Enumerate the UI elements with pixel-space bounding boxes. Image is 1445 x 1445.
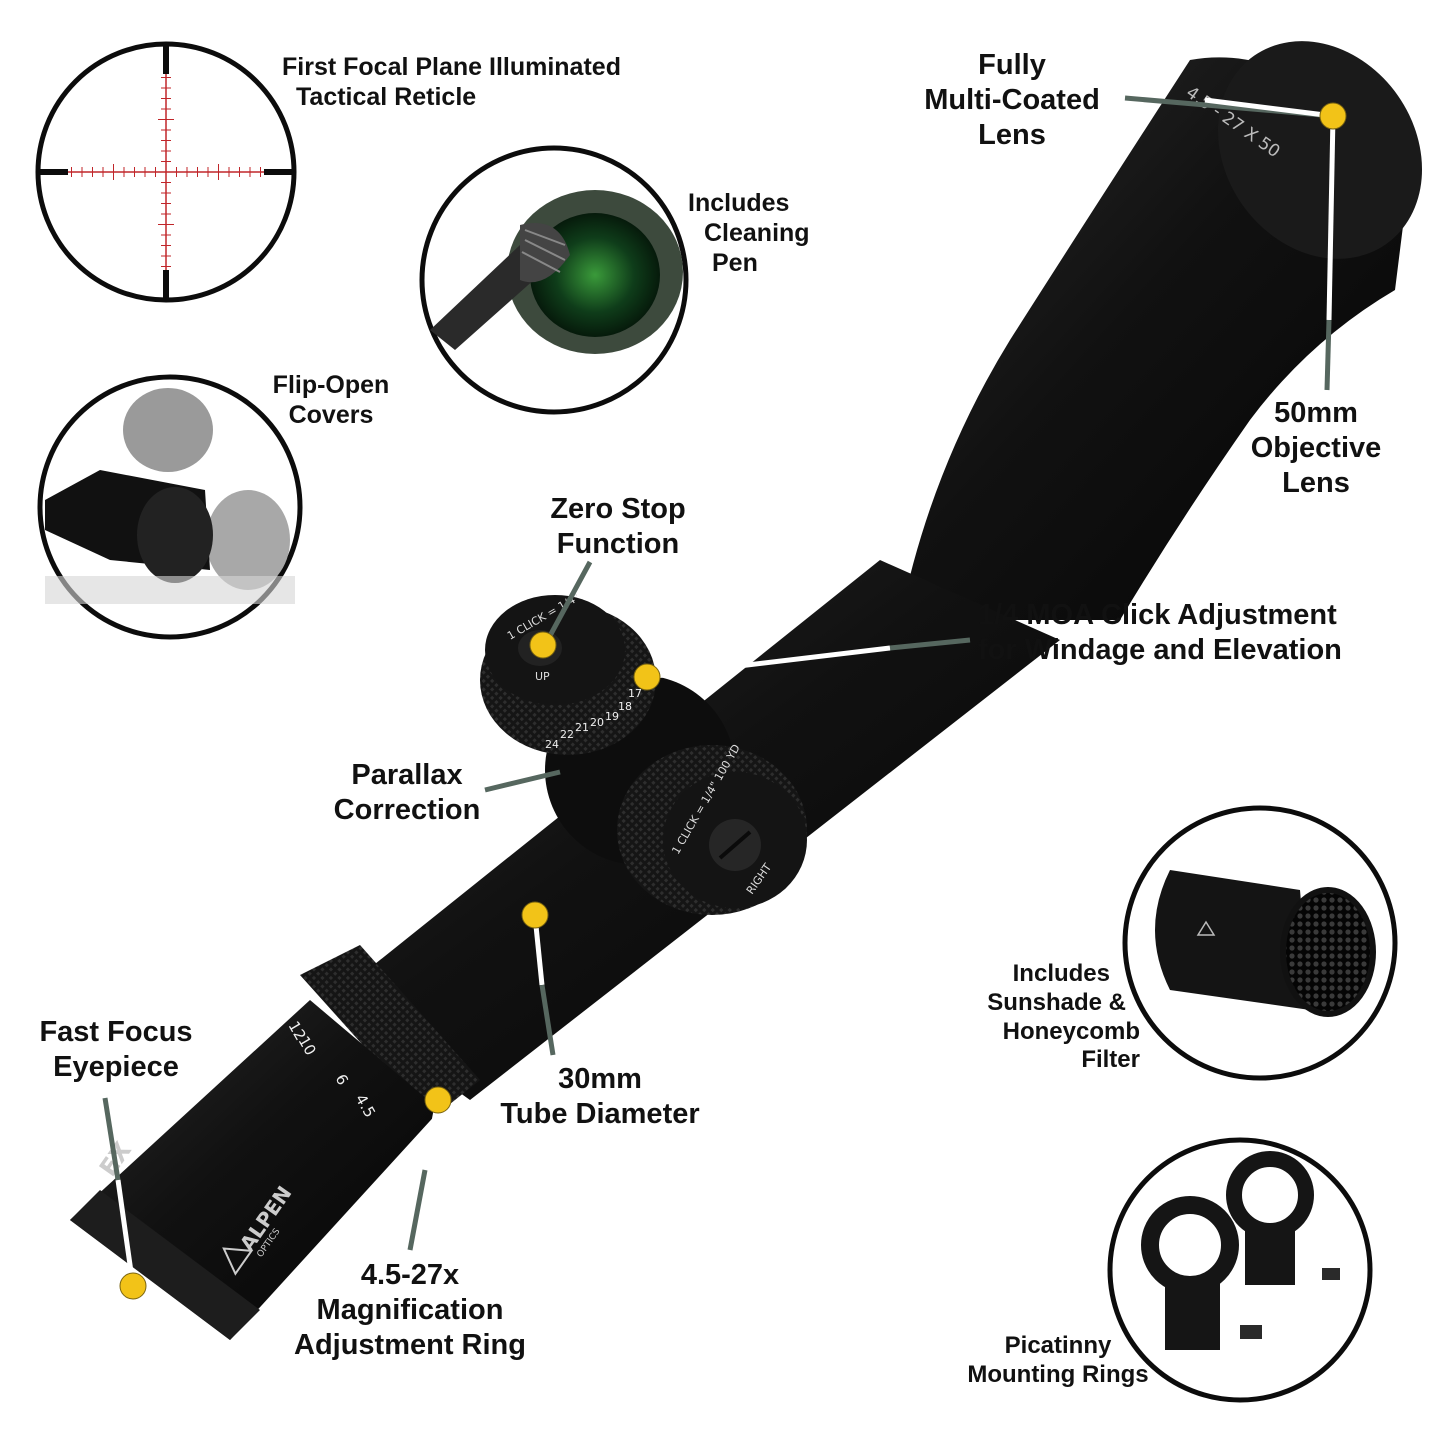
callout-line: Fast Focus — [39, 1016, 193, 1048]
callout-line: Multi-Coated — [924, 83, 1100, 116]
rings-inset — [1107, 1137, 1373, 1403]
callout-line: for Windage and Elevation — [978, 633, 1342, 666]
callout-line: Filter — [1081, 1046, 1140, 1074]
dot-lens-coating — [1319, 102, 1347, 130]
dot-click-adjust — [633, 663, 661, 691]
callout-line: Tactical Reticle — [296, 83, 477, 111]
callout-line: Lens — [978, 118, 1046, 151]
parallax-number: 22 — [560, 728, 574, 741]
callout-line: Includes — [688, 189, 790, 217]
parallax-scale: 24 22 21 20 19 18 17 — [545, 687, 642, 751]
dot-tube — [521, 901, 549, 929]
callout-zero-stop: Zero Stop Function — [528, 492, 708, 562]
riflescope: 1 CLICK = 1/4" UP 24 22 21 20 19 18 17 1… — [70, 41, 1423, 1340]
callout-line: Lens — [1282, 466, 1350, 499]
callout-objective: 50mm Objective Lens — [1230, 396, 1402, 500]
sunshade-inset — [1122, 805, 1398, 1081]
callout-line: Correction — [333, 793, 481, 826]
callout-line: Sunshade & — [987, 988, 1126, 1016]
dot-eyepiece — [119, 1272, 147, 1300]
callout-flip-covers: Flip-Open Covers — [260, 370, 402, 430]
callout-line: Parallax — [351, 759, 463, 791]
callout-dots — [119, 102, 1347, 1300]
parallax-number: 17 — [628, 687, 642, 700]
callout-parallax: Parallax Correction — [318, 758, 496, 828]
callout-line: First Focal Plane Illuminated — [282, 53, 621, 81]
eyepiece-rim — [70, 1190, 260, 1340]
callout-lens-coating: Fully Multi-Coated Lens — [905, 48, 1119, 152]
parallax-number: 19 — [605, 710, 619, 723]
cleaning-pen-inset — [419, 145, 689, 415]
callout-reticle: First Focal Plane Illuminated Tactical R… — [282, 52, 621, 112]
callout-line: Includes — [1012, 960, 1110, 987]
callout-line: Objective — [1250, 431, 1382, 464]
callout-line: 4.5-27x — [360, 1259, 460, 1291]
callout-rings: Picatinny Mounting Rings — [952, 1332, 1164, 1390]
callout-line: Cleaning — [704, 219, 810, 247]
callout-line: Flip-Open — [272, 371, 390, 399]
callout-line: Pen — [712, 249, 758, 277]
callout-line: Picatinny — [1004, 1332, 1112, 1359]
parallax-number: 24 — [545, 738, 559, 751]
elevation-direction: UP — [535, 670, 550, 683]
callout-line: Function — [556, 527, 680, 560]
callout-line: Honeycomb — [1002, 1017, 1140, 1045]
callout-line: Magnification — [316, 1293, 504, 1326]
objective-end — [1217, 41, 1423, 259]
windage-turret: 1 CLICK = 1/4" 100 YD RIGHT — [617, 742, 807, 915]
callout-line: Tube Diameter — [500, 1097, 700, 1130]
callout-line: 1/4 MOA Click Adjustment — [978, 599, 1337, 631]
dot-zero-stop — [529, 631, 557, 659]
callout-line: Mounting Rings — [967, 1360, 1149, 1388]
parallax-number: 20 — [590, 716, 604, 729]
flip-covers-inset — [37, 374, 303, 640]
power-ring — [300, 945, 480, 1120]
reticle-inset — [35, 41, 297, 303]
callout-tube: 30mm Tube Diameter — [484, 1062, 716, 1132]
callout-line: 30mm — [558, 1063, 642, 1095]
callout-eyepiece: Fast Focus Eyepiece — [26, 1015, 206, 1085]
dot-magnification — [424, 1086, 452, 1114]
leader-lines — [102, 95, 1336, 1287]
parallax-number: 18 — [618, 700, 632, 713]
callout-click-adjust: 1/4 MOA Click Adjustment for Windage and… — [978, 598, 1342, 668]
callout-line: Fully — [978, 49, 1046, 81]
callout-line: Covers — [288, 401, 374, 429]
callout-cleaning-pen: Includes Cleaning Pen — [688, 188, 810, 278]
callout-sunshade: Includes Sunshade & Honeycomb Filter — [958, 960, 1140, 1075]
callout-line: Zero Stop — [550, 493, 686, 525]
callout-magnification: 4.5-27x Magnification Adjustment Ring — [278, 1258, 542, 1362]
parallax-number: 21 — [575, 721, 589, 734]
callout-line: Adjustment Ring — [294, 1328, 526, 1361]
callout-line: 50mm — [1274, 397, 1358, 429]
callout-line: Eyepiece — [53, 1050, 179, 1083]
